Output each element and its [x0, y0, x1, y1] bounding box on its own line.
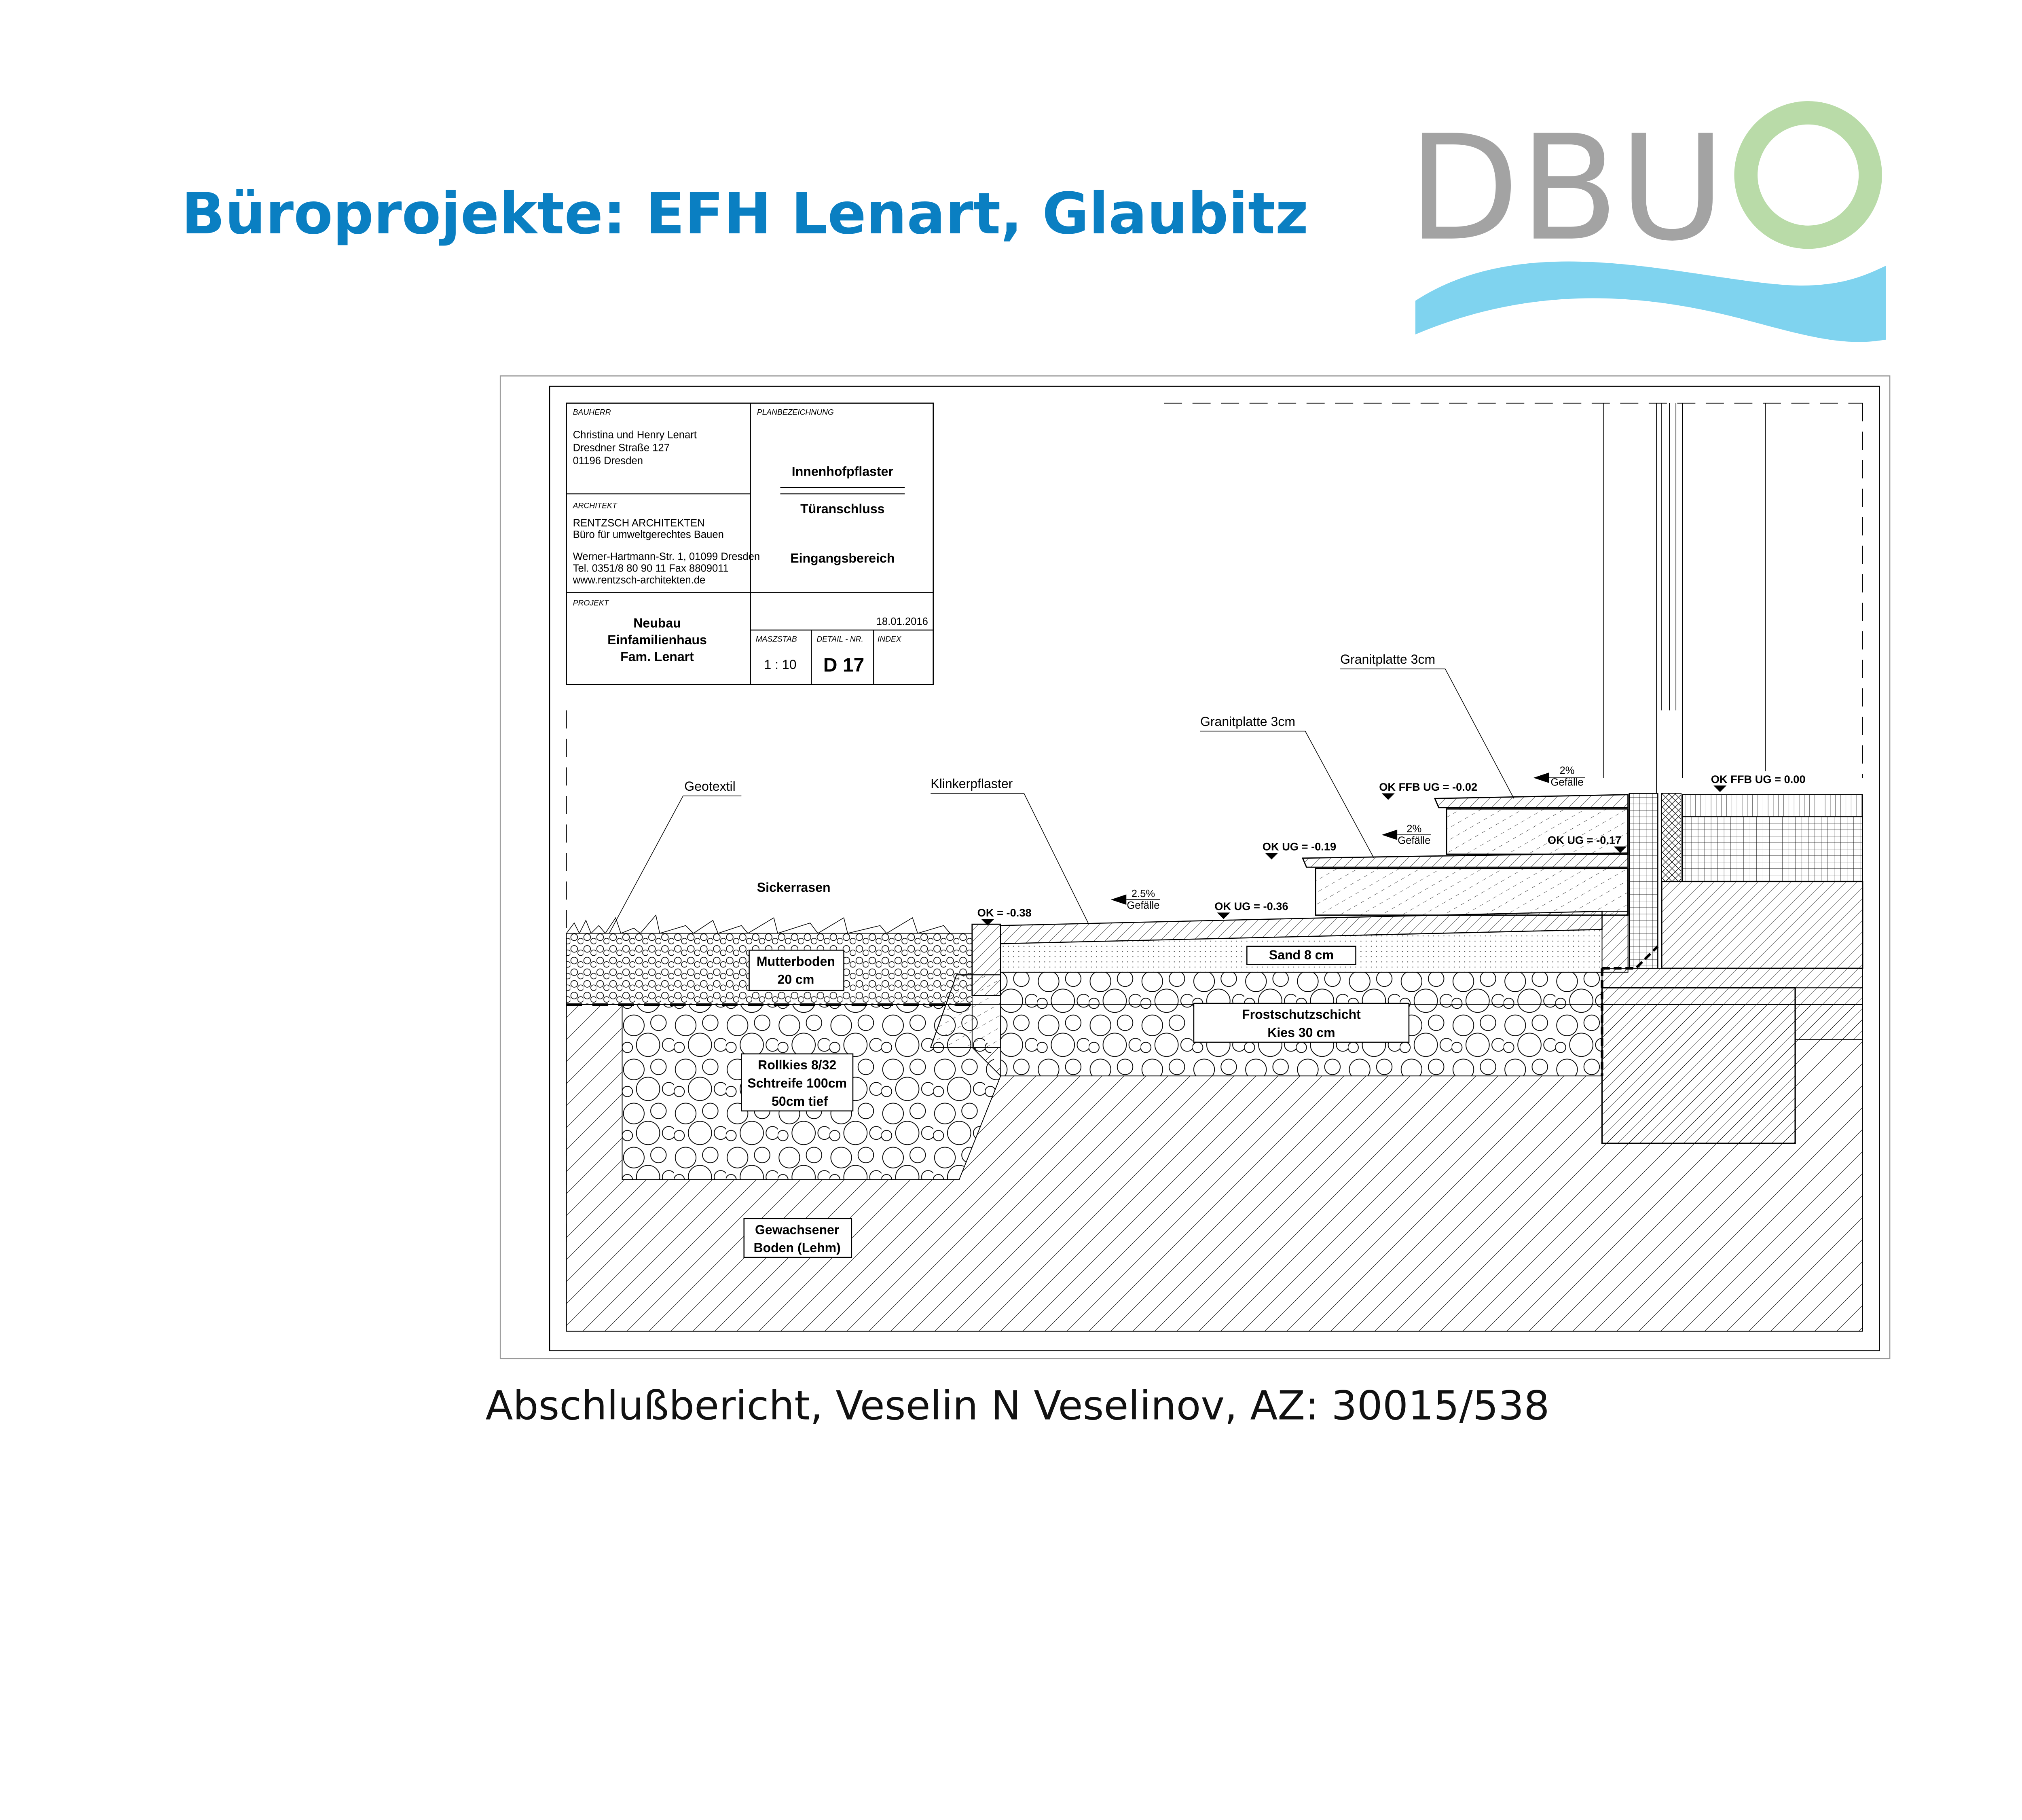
step-lower — [1315, 868, 1629, 916]
svg-text:Rollkies 8/32: Rollkies 8/32 — [758, 1058, 836, 1072]
svg-text:Boden (Lehm): Boden (Lehm) — [753, 1240, 840, 1255]
step-upper — [1446, 808, 1629, 855]
svg-text:Gefälle: Gefälle — [1398, 835, 1430, 847]
architekt-name: RENTZSCH ARCHITEKTEN — [573, 517, 705, 529]
detail-number: D 17 — [823, 654, 865, 676]
svg-text:OK FFB UG = -0.02: OK FFB UG = -0.02 — [1379, 781, 1477, 793]
architekt-line: Büro für umweltgerechtes Bauen — [573, 529, 724, 540]
svg-text:OK UG = -0.36: OK UG = -0.36 — [1214, 900, 1288, 912]
massstab-value: 1 : 10 — [764, 657, 796, 672]
svg-text:50cm tief: 50cm tief — [772, 1094, 828, 1109]
plan-date: 18.01.2016 — [876, 616, 928, 627]
slope-indicator: 2% Gefälle — [1381, 823, 1431, 847]
architekt-line: Tel. 0351/8 80 90 11 Fax 8809011 — [573, 563, 729, 574]
dbu-logo: DBU — [1408, 101, 1886, 342]
plan-line: Innenhofpflaster — [792, 464, 893, 478]
svg-text:OK UG = -0.17: OK UG = -0.17 — [1548, 834, 1621, 847]
svg-text:Sand 8 cm: Sand 8 cm — [1269, 948, 1334, 962]
label-mutterboden: Mutterboden 20 cm — [749, 950, 844, 991]
floor-insulation — [1682, 816, 1863, 882]
label-sand: Sand 8 cm — [1246, 946, 1356, 965]
bauherr-label: BAUHERR — [573, 408, 611, 417]
wall-insulation — [1629, 793, 1658, 969]
label-gewachsener-boden: Gewachsener Boden (Lehm) — [743, 1218, 852, 1258]
architekt-line: www.rentzsch-architekten.de — [573, 574, 706, 586]
slope-indicator: 2.5% Gefälle — [1110, 888, 1160, 911]
svg-text:Kies 30 cm: Kies 30 cm — [1267, 1025, 1335, 1040]
level-marker-ffb-000: OK FFB UG = 0.00 — [1708, 771, 1817, 792]
label-rollkies: Rollkies 8/32 Schtreife 100cm 50cm tief — [741, 1053, 854, 1112]
granitplatte-upper — [1434, 794, 1629, 808]
projekt-line: Fam. Lenart — [620, 650, 694, 664]
label-klinkerpflaster: Klinkerpflaster — [931, 777, 1013, 791]
level-ffb-000-text: OK FFB UG = 0.00 — [1711, 773, 1806, 785]
svg-text:OK UG = -0.19: OK UG = -0.19 — [1263, 840, 1336, 853]
svg-text:Gefälle: Gefälle — [1550, 777, 1583, 788]
svg-text:Mutterboden: Mutterboden — [757, 954, 835, 969]
svg-text:Gewachsener: Gewachsener — [755, 1222, 839, 1237]
svg-text:2%: 2% — [1559, 765, 1574, 776]
svg-text:Frostschutzschicht: Frostschutzschicht — [1242, 1007, 1361, 1022]
slide-title: Büroprojekte: EFH Lenart, Glaubitz — [182, 181, 1309, 247]
bauherr-line: Dresdner Straße 127 — [573, 442, 670, 453]
slide: Büroprojekte: EFH Lenart, Glaubitz DBU B… — [182, 101, 1891, 1429]
architekt-label: ARCHITEKT — [573, 502, 618, 510]
index-label: INDEX — [878, 635, 902, 644]
label-sickerrasen: Sickerrasen — [757, 880, 831, 895]
logo-ring — [1734, 101, 1882, 249]
label-frostschutz: Frostschutzschicht Kies 30 cm — [1193, 1003, 1410, 1043]
level-marker: OK = -0.38 — [977, 906, 1032, 926]
svg-text:OK = -0.38: OK = -0.38 — [977, 906, 1032, 919]
foundation — [1601, 987, 1796, 1144]
bauherr-line: 01196 Dresden — [573, 455, 643, 466]
technical-drawing: BAUHERR Christina und Henry Lenart Dresd… — [499, 375, 1891, 1359]
plan-line: Türanschluss — [800, 502, 884, 516]
floor-slab — [1661, 880, 1863, 969]
label-granitplatte: Granitplatte 3cm — [1200, 714, 1295, 729]
svg-text:2%: 2% — [1407, 823, 1421, 835]
title-block: BAUHERR Christina und Henry Lenart Dresd… — [566, 402, 934, 685]
level-marker: OK UG = -0.36 — [1214, 900, 1288, 919]
floor-finish — [1682, 794, 1863, 817]
slope-indicator: 2% Gefälle — [1533, 765, 1585, 788]
grass-surface — [566, 914, 950, 934]
logo-text: DBU — [1408, 104, 1725, 273]
logo-wave — [1415, 261, 1886, 342]
label-granitplatte: Granitplatte 3cm — [1340, 652, 1435, 667]
svg-text:2.5%: 2.5% — [1132, 888, 1155, 899]
svg-text:20 cm: 20 cm — [778, 972, 814, 987]
architekt-line: Werner-Hartmann-Str. 1, 01099 Dresden — [573, 551, 760, 563]
projekt-label: PROJEKT — [573, 599, 609, 607]
plan-line: Eingangsbereich — [790, 551, 895, 565]
level-marker: OK UG = -0.19 — [1263, 840, 1336, 859]
projekt-line: Neubau — [633, 616, 681, 630]
label-geotextil: Geotextil — [684, 779, 735, 794]
svg-text:Gefälle: Gefälle — [1127, 900, 1159, 911]
level-marker: OK FFB UG = -0.02 — [1379, 781, 1477, 800]
bauherr-line: Christina und Henry Lenart — [573, 429, 697, 440]
slide-footer: Abschlußbericht, Veselin N Veselinov, AZ… — [486, 1383, 1550, 1429]
massstab-label: MASZSTAB — [756, 635, 797, 644]
level-marker: OK UG = -0.17 — [1548, 834, 1627, 853]
plan-label: PLANBEZEICHNUNG — [757, 408, 834, 417]
svg-text:Schtreife 100cm: Schtreife 100cm — [747, 1076, 847, 1090]
detail-label: DETAIL - NR. — [816, 635, 863, 644]
projekt-line: Einfamilienhaus — [607, 633, 707, 647]
